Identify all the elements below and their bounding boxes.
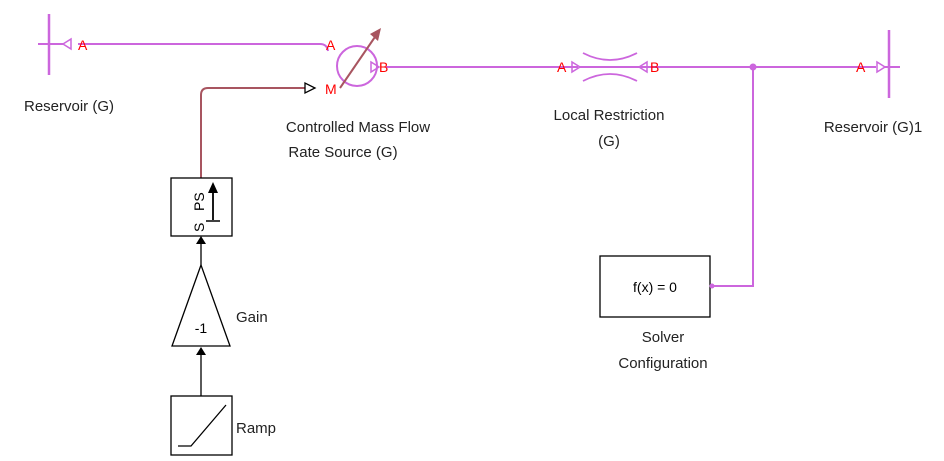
- gain-label: Gain: [236, 309, 268, 326]
- line-reservoir-to-source[interactable]: [78, 43, 329, 52]
- reservoir-right-label: Reservoir (G)1: [824, 119, 922, 136]
- variable-arrow-head: [370, 28, 381, 41]
- arrowhead-gain-input: [196, 347, 206, 355]
- ramp-label: Ramp: [236, 420, 276, 437]
- mass-flow-source-block[interactable]: A B M: [304, 28, 388, 97]
- reservoir-left-block[interactable]: A: [38, 14, 88, 75]
- gain-value: -1: [195, 320, 208, 336]
- line-converter-to-source[interactable]: [200, 87, 305, 178]
- reservoir-left-port-label: A: [78, 37, 88, 53]
- ps-converter-s-label: S: [191, 223, 207, 232]
- ramp-icon: [178, 404, 227, 447]
- local-restriction-block[interactable]: A B: [557, 52, 659, 82]
- restriction-port-b-label: B: [650, 59, 659, 75]
- solver-configuration-block[interactable]: f(x) = 0: [599, 255, 715, 318]
- restriction-top-curve: [582, 52, 638, 61]
- reservoir-right-port-arrow: [876, 60, 887, 74]
- junction-dot: [749, 63, 757, 71]
- solver-configuration-label-line2: Configuration: [618, 355, 707, 372]
- line-junction-to-solver[interactable]: [712, 67, 754, 287]
- source-port-m-arrow: [304, 81, 317, 95]
- source-port-a-label: A: [326, 37, 336, 53]
- arrowhead-converter-input: [196, 236, 206, 244]
- mass-flow-source-label-line2: Rate Source (G): [288, 144, 397, 161]
- restriction-port-a-arrow: [571, 60, 582, 74]
- source-port-m-label: M: [325, 81, 337, 97]
- ps-converter-block[interactable]: S PS: [170, 177, 233, 237]
- ramp-block[interactable]: [170, 395, 233, 456]
- source-port-b-label: B: [379, 59, 388, 75]
- solver-port-dot: [709, 283, 715, 289]
- reservoir-right-block[interactable]: A: [856, 30, 900, 98]
- ps-converter-ps-label: PS: [191, 192, 207, 211]
- restriction-port-b-arrow: [637, 60, 648, 74]
- ramp-box: [170, 395, 233, 456]
- variable-arrow-shaft: [339, 33, 378, 89]
- gas-connection-lines: [78, 43, 876, 287]
- ps-converter-arrow-head: [208, 182, 218, 193]
- solver-configuration-text: f(x) = 0: [633, 279, 677, 295]
- reservoir-left-label: Reservoir (G): [24, 98, 114, 115]
- ps-converter-box: [170, 177, 233, 237]
- reservoir-right-port-label: A: [856, 59, 866, 75]
- mass-flow-source-label-line1: Controlled Mass Flow: [286, 119, 430, 136]
- source-port-b-arrow: [370, 60, 381, 74]
- restriction-bottom-curve: [582, 73, 638, 82]
- restriction-port-a-label: A: [557, 59, 567, 75]
- solver-configuration-label-line1: Solver: [642, 329, 685, 346]
- gain-triangle: [171, 263, 231, 347]
- gain-block[interactable]: -1: [171, 263, 231, 347]
- solver-configuration-box: [599, 255, 711, 318]
- local-restriction-label-line2: (G): [598, 133, 620, 150]
- local-restriction-label-line1: Local Restriction: [554, 107, 665, 124]
- reservoir-left-port-arrow: [61, 37, 72, 51]
